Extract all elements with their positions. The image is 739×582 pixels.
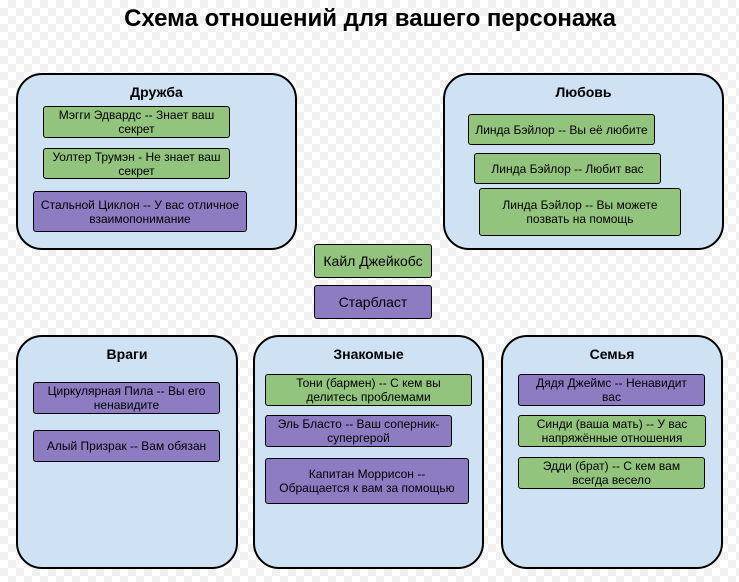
card-acquaintances-1[interactable]: Тони (бармен) -- С кем вы делитесь пробл… (265, 374, 472, 406)
card-acquaintances-3[interactable]: Капитан Моррисон -- Обращается к вам за … (265, 458, 469, 504)
center-alter-ego[interactable]: Старбласт (314, 285, 432, 319)
card-family-3[interactable]: Эдди (брат) -- С кем вам всегда весело (518, 457, 705, 489)
card-enemies-2[interactable]: Алый Призрак -- Вам обязан (33, 430, 220, 462)
center-character[interactable]: Кайл Джейкобс (314, 244, 432, 278)
group-title-friendship: Дружба (130, 84, 183, 100)
card-friendship-2[interactable]: Уолтер Трумэн - Не знает ваш секрет (43, 148, 230, 179)
card-enemies-1[interactable]: Циркулярная Пила -- Вы его ненавидите (33, 382, 220, 414)
card-acquaintances-2[interactable]: Эль Бласто -- Ваш соперник-супергерой (265, 415, 452, 447)
card-love-3[interactable]: Линда Бэйлор -- Вы можете позвать на пом… (479, 188, 681, 236)
group-family: Семья (501, 335, 723, 569)
diagram-title: Схема отношений для вашего персонажа (124, 5, 616, 32)
group-title-acquaintances: Знакомые (333, 346, 404, 362)
group-title-family: Семья (589, 346, 635, 362)
card-family-1[interactable]: Дядя Джеймс -- Ненавидит вас (518, 374, 705, 406)
card-friendship-3[interactable]: Стальной Циклон -- У вас отличное взаимо… (33, 191, 247, 232)
card-love-2[interactable]: Линда Бэйлор -- Любит вас (474, 153, 661, 184)
card-family-2[interactable]: Синди (ваша мать) -- У вас напряжённые о… (518, 415, 706, 447)
group-title-enemies: Враги (106, 346, 148, 362)
card-love-1[interactable]: Линда Бэйлор -- Вы её любите (468, 114, 655, 145)
card-friendship-1[interactable]: Мэгги Эдвардс -- Знает ваш секрет (43, 106, 230, 138)
group-title-love: Любовь (555, 84, 612, 100)
group-acquaintances: Знакомые (253, 335, 484, 569)
